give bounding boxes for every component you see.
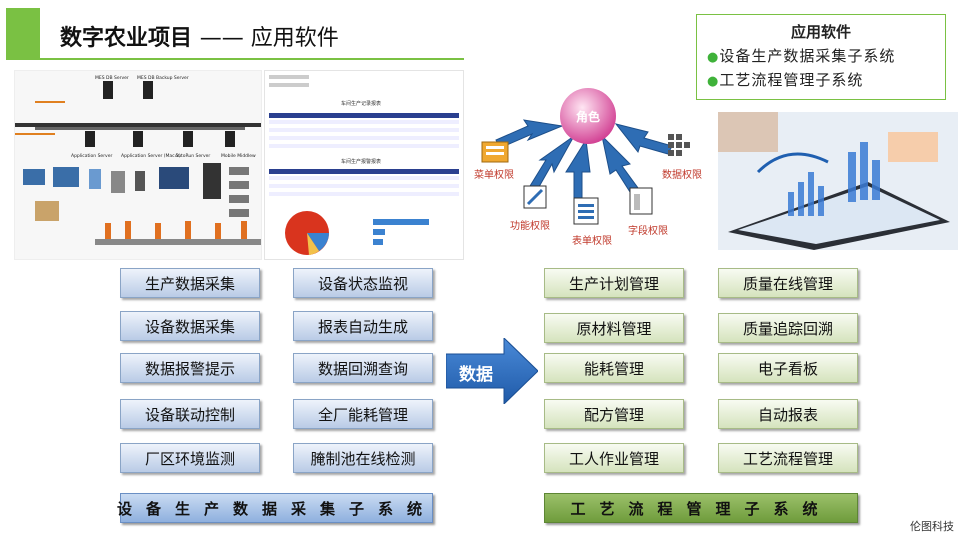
data-permission-label: 数据权限 xyxy=(662,168,702,181)
btn-data-trace-query[interactable]: 数据回溯查询 xyxy=(293,353,433,383)
tablet-dashboard-photo xyxy=(718,112,958,250)
btn-plant-environment-monitor[interactable]: 厂区环境监测 xyxy=(120,443,260,473)
btn-quality-traceability[interactable]: 质量追踪回溯 xyxy=(718,313,858,343)
data-arrow-icon xyxy=(446,338,538,404)
arch-label: MES DB Server xyxy=(95,75,129,81)
btn-process-flow-management[interactable]: 工艺流程管理 xyxy=(718,443,858,473)
report-title: 车间生产记录报表 xyxy=(341,100,381,107)
title-bar: 数字农业项目 —— 应用软件 xyxy=(0,8,465,60)
role-center-label: 角色 xyxy=(576,109,600,124)
title-subtitle: 应用软件 xyxy=(250,26,339,51)
title-main: 数字农业项目 xyxy=(60,26,193,51)
arrow-label: 数据 xyxy=(459,365,493,385)
left-subsystem-bar: 设备生产数据采集子系统 xyxy=(117,493,433,523)
right-subsystem-bar: 工艺流程管理子系统 xyxy=(544,493,858,523)
app-box-item: ●设备生产数据采集子系统 xyxy=(707,45,945,66)
report-title: 车间生产报警报表 xyxy=(341,158,381,165)
btn-device-status-monitor[interactable]: 设备状态监视 xyxy=(293,268,433,298)
arch-label: Mobile Middlew xyxy=(221,153,256,159)
btn-device-data-collection[interactable]: 设备数据采集 xyxy=(120,311,260,341)
arch-label: AutoRun Server xyxy=(175,153,210,159)
report-screenshot-image: 车间生产记录报表 车间生产报警报表 xyxy=(264,70,464,260)
btn-quality-online-management[interactable]: 质量在线管理 xyxy=(718,268,858,298)
bullet-icon: ● xyxy=(707,50,720,65)
data-permission-icon xyxy=(668,134,690,156)
btn-worker-operation-management[interactable]: 工人作业管理 xyxy=(544,443,684,473)
title-underline xyxy=(6,58,464,60)
field-permission-label: 字段权限 xyxy=(628,224,668,237)
arch-label: MES DB Backup Server xyxy=(137,75,189,81)
btn-production-plan-management[interactable]: 生产计划管理 xyxy=(544,268,684,298)
app-software-box: 应用软件 ●设备生产数据采集子系统 ●工艺流程管理子系统 xyxy=(696,14,946,100)
btn-plant-energy-management[interactable]: 全厂能耗管理 xyxy=(293,399,433,429)
app-box-title: 应用软件 xyxy=(790,23,851,41)
bullet-icon: ● xyxy=(707,74,720,89)
btn-auto-report[interactable]: 自动报表 xyxy=(718,399,858,429)
btn-data-alarm-prompt[interactable]: 数据报警提示 xyxy=(120,353,260,383)
app-box-item-label: 设备生产数据采集子系统 xyxy=(719,47,896,65)
btn-recipe-management[interactable]: 配方管理 xyxy=(544,399,684,429)
title-dash: —— xyxy=(199,26,244,51)
app-box-item: ●工艺流程管理子系统 xyxy=(707,69,945,90)
arch-label: Application Server xyxy=(71,153,112,159)
btn-pickling-pool-inspection[interactable]: 腌制池在线检测 xyxy=(293,443,433,473)
btn-electronic-kanban[interactable]: 电子看板 xyxy=(718,353,858,383)
form-permission-label: 表单权限 xyxy=(572,234,612,247)
form-permission-icon xyxy=(573,197,599,225)
btn-raw-material-management[interactable]: 原材料管理 xyxy=(544,313,684,343)
btn-energy-management[interactable]: 能耗管理 xyxy=(544,353,684,383)
btn-auto-report-generation[interactable]: 报表自动生成 xyxy=(293,311,433,341)
title-accent-block xyxy=(6,8,40,58)
menu-permission-label: 菜单权限 xyxy=(474,168,514,181)
btn-device-linkage-control[interactable]: 设备联动控制 xyxy=(120,399,260,429)
role-permission-diagram: 角色 菜单权限 功能权限 表单权限 字段权限 数据权限 xyxy=(470,80,710,260)
btn-production-data-collection[interactable]: 生产数据采集 xyxy=(120,268,260,298)
app-box-item-label: 工艺流程管理子系统 xyxy=(719,71,864,89)
function-permission-icon xyxy=(523,185,547,209)
field-permission-icon xyxy=(629,187,653,215)
architecture-diagram-image: MES DB Server MES DB Backup Server Appli… xyxy=(14,70,262,260)
menu-permission-icon xyxy=(481,141,509,163)
function-permission-label: 功能权限 xyxy=(510,219,550,232)
company-footer: 伦图科技 xyxy=(910,520,954,533)
arch-label: Application Server (Mac 2) xyxy=(121,153,181,159)
page-title: 数字农业项目 —— 应用软件 xyxy=(60,20,339,52)
